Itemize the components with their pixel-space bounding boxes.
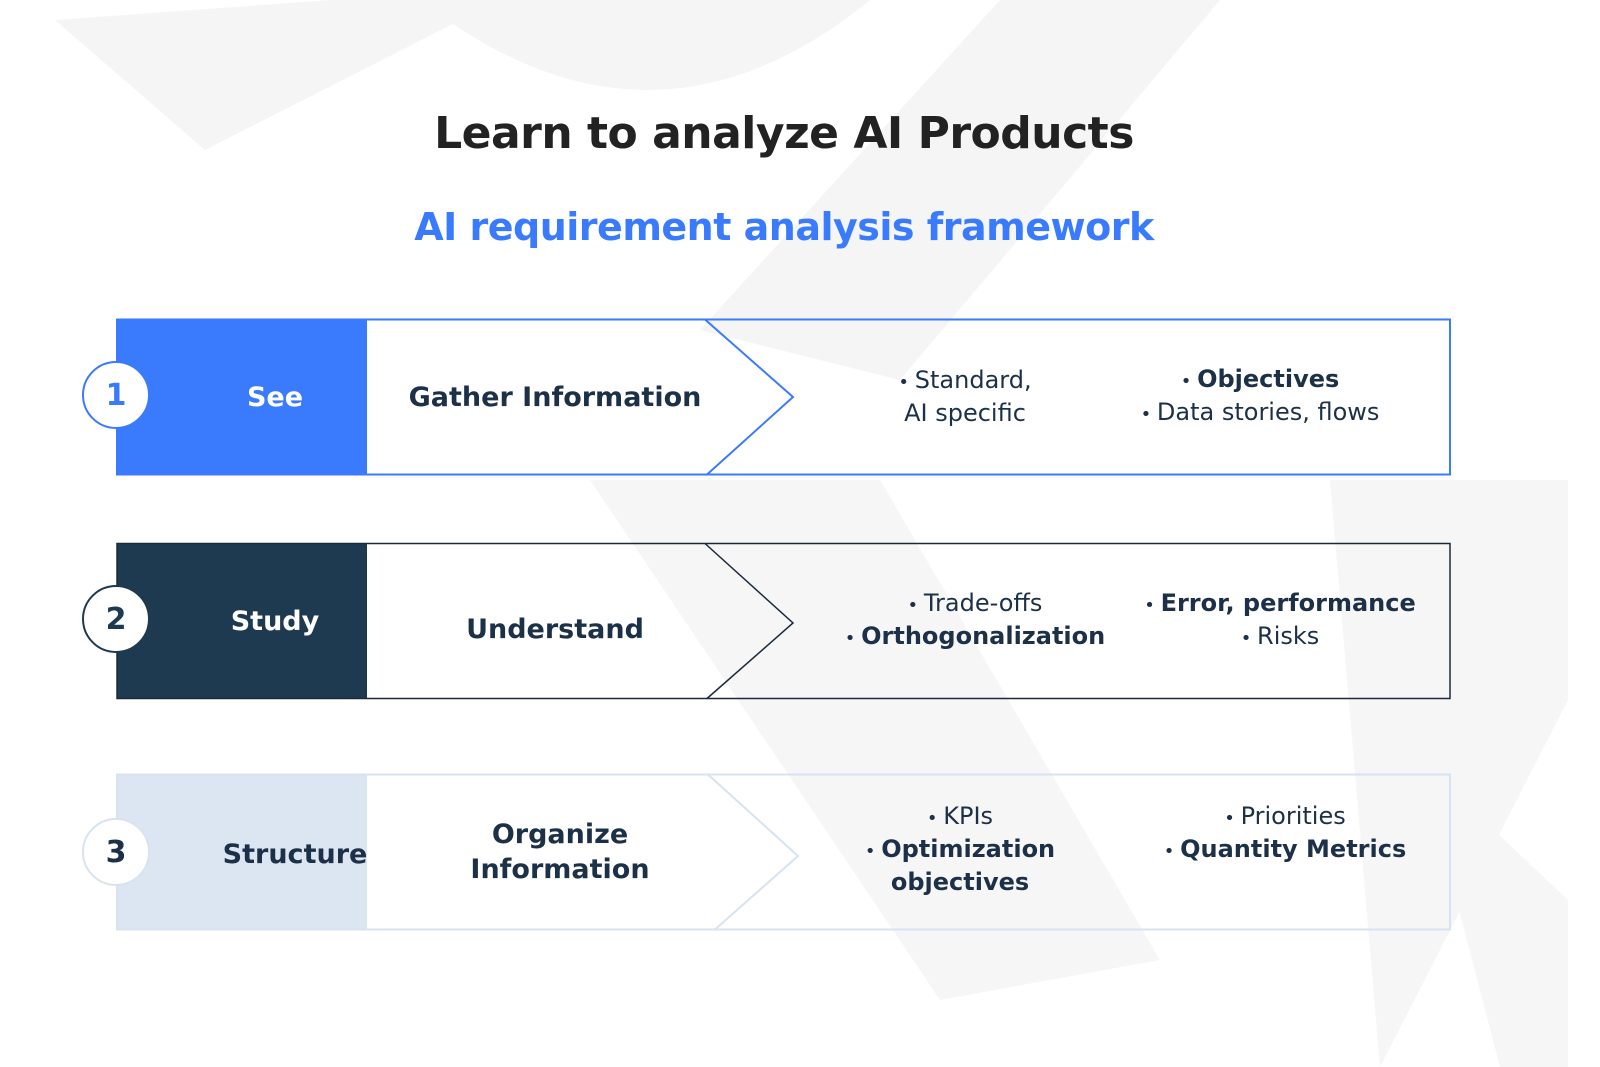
page-subtitle: AI requirement analysis framework <box>414 205 1154 249</box>
bullet-item: Risks <box>1241 621 1319 654</box>
bullet-list-1: Trade-offs Orthogonalization <box>830 543 1120 699</box>
bullet-item: Trade-offs <box>908 588 1043 621</box>
framework-row-structure: 3 Structure Organize Information KPIs Op… <box>80 771 1460 934</box>
phase-label: Organize Information <box>470 819 650 885</box>
step-number-badge: 1 <box>82 361 150 429</box>
step-number-badge: 2 <box>82 585 150 653</box>
step-number-badge: 3 <box>82 818 150 886</box>
bullet-list-2: Objectives Data stories, flows <box>1100 319 1420 475</box>
page-title: Learn to analyze AI Products <box>434 108 1134 159</box>
step-label: See <box>246 381 304 413</box>
bullet-item-continued: AI specific <box>904 399 1026 427</box>
framework-row-study: 2 Study Understand Trade-offs Orthogonal… <box>80 542 1460 703</box>
bullet-item: Standard, <box>898 365 1032 398</box>
bullet-list-2: Priorities Quantity Metrics <box>1140 756 1430 912</box>
bullet-item: Objectives <box>1181 364 1339 397</box>
step-label: Structure <box>222 838 368 870</box>
bullet-list-1: KPIs Optimization objectives <box>825 771 1095 927</box>
phase-label: Understand <box>466 613 644 645</box>
bullet-item: Priorities <box>1224 801 1346 834</box>
bullet-item-continued: objectives <box>890 867 1030 896</box>
bullet-item: Optimization <box>865 834 1055 867</box>
phase-label: Gather Information <box>408 381 702 413</box>
bullet-item: Error, performance <box>1144 588 1416 621</box>
bullet-item: Data stories, flows <box>1141 397 1380 430</box>
bullet-list-2: Error, performance Risks <box>1120 543 1440 699</box>
step-label: Study <box>230 605 320 637</box>
bullet-item: KPIs <box>927 801 993 834</box>
bullet-list-1: Standard, AI specific <box>860 319 1070 475</box>
row-shape <box>116 773 1451 931</box>
framework-row-see: 1 See Gather Information Standard, AI sp… <box>80 318 1460 479</box>
bullet-item: Orthogonalization <box>845 621 1105 654</box>
bullet-item: Quantity Metrics <box>1164 834 1406 867</box>
row-shape <box>116 542 1451 700</box>
